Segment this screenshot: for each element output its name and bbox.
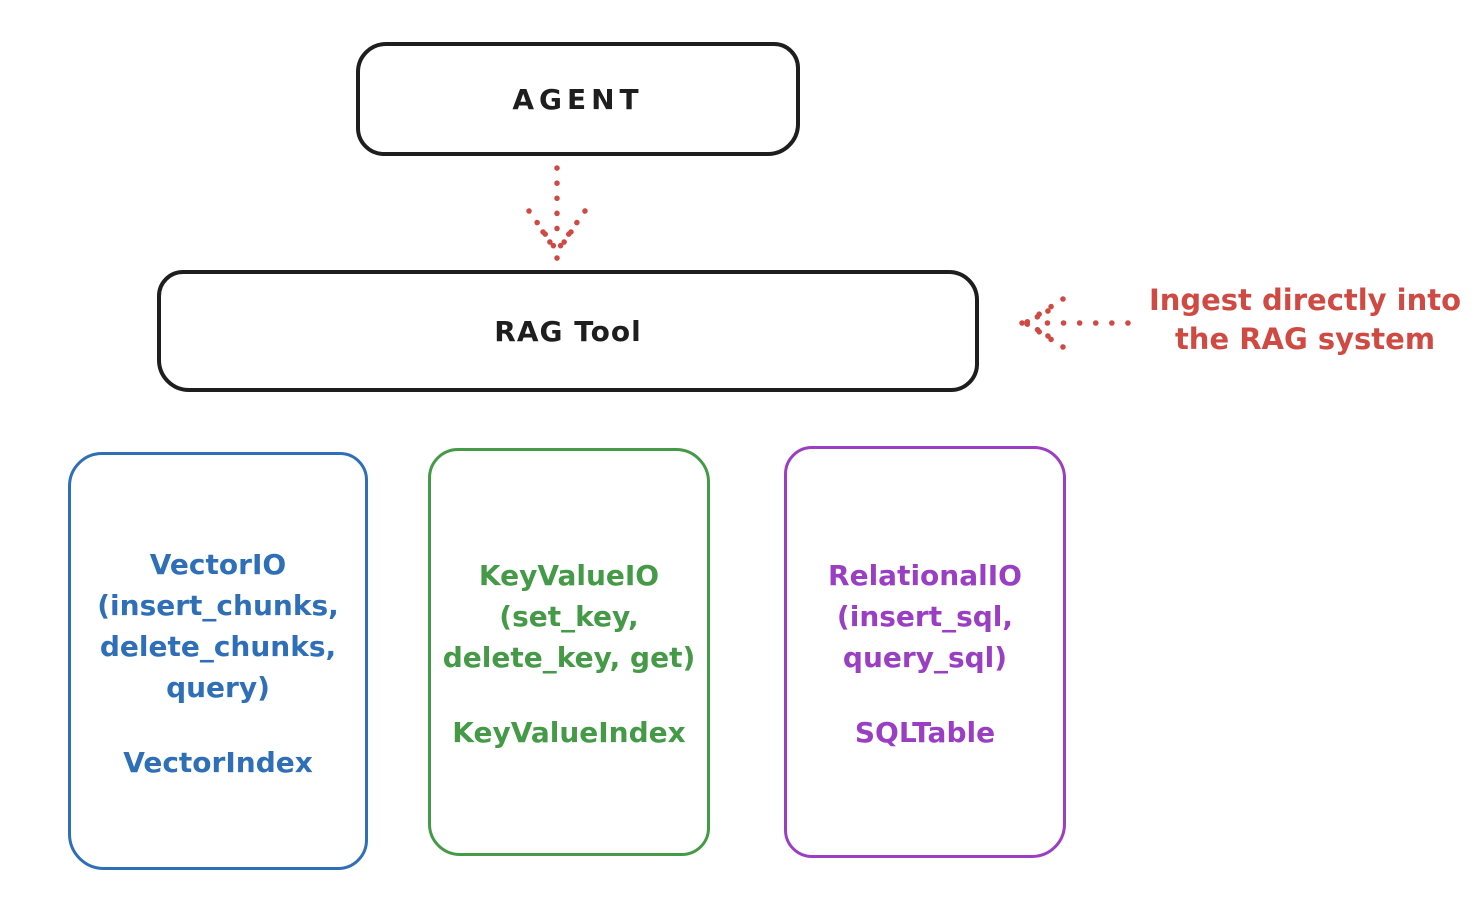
keyvalue-index-label: KeyValueIndex bbox=[452, 716, 686, 749]
ingest-annotation: Ingest directly into the RAG system bbox=[1148, 283, 1462, 356]
rag-tool-box: RAG Tool bbox=[157, 270, 979, 392]
rag-tool-label: RAG Tool bbox=[494, 314, 642, 348]
keyvalue-io-box: KeyValueIO (set_key, delete_key, get) Ke… bbox=[428, 448, 710, 856]
vector-index-label: VectorIndex bbox=[123, 745, 313, 779]
ingest-to-ragtool-arrow bbox=[1019, 296, 1131, 350]
relational-io-box: RelationalIO (insert_sql, query_sql) SQL… bbox=[784, 446, 1066, 858]
agent-box: AGENT bbox=[356, 42, 800, 156]
agent-label: AGENT bbox=[512, 82, 644, 116]
sql-table-label: SQLTable bbox=[854, 716, 996, 749]
vector-io-methods: VectorIO (insert_chunks, delete_chunks, … bbox=[97, 547, 339, 704]
agent-to-ragtool-arrow bbox=[526, 165, 588, 261]
relational-io-methods: RelationalIO (insert_sql, query_sql) bbox=[828, 559, 1022, 674]
keyvalue-io-methods: KeyValueIO (set_key, delete_key, get) bbox=[442, 559, 696, 674]
vector-io-box: VectorIO (insert_chunks, delete_chunks, … bbox=[68, 452, 368, 870]
